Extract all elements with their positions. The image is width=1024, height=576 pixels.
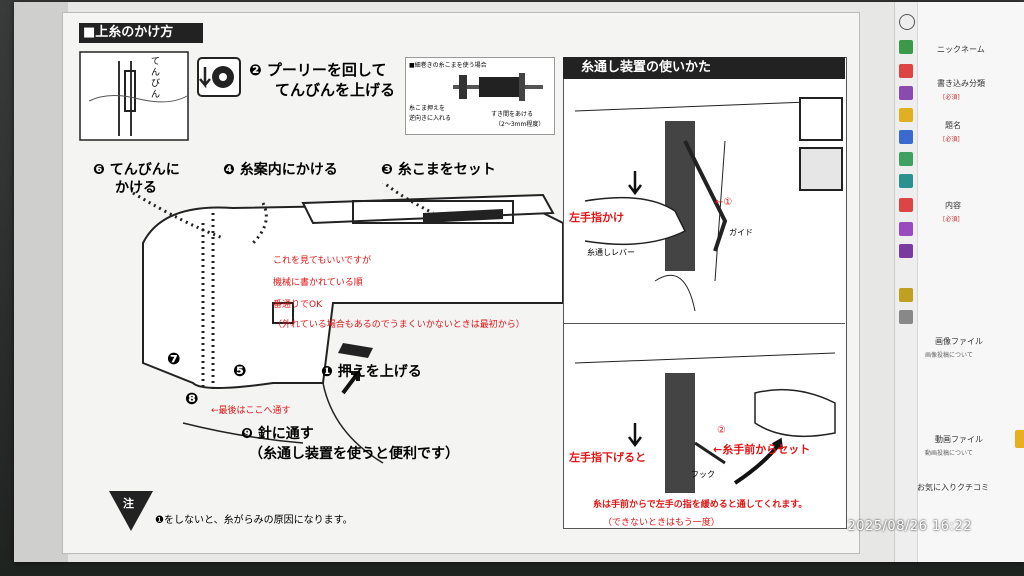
annotation-line3: 番通りでOK: [273, 300, 322, 310]
note-text: ❶をしないと、糸がらみの原因になります。: [155, 515, 353, 526]
spool-note-2: 逆向きに入れる: [409, 115, 452, 122]
viewer-margin: [14, 2, 68, 562]
red-tool-icon[interactable]: [899, 64, 913, 78]
content-required: [必須]: [943, 216, 960, 223]
hook-label: フック: [691, 470, 715, 479]
green-tool-icon-2[interactable]: [899, 152, 913, 166]
manual-page: ■上糸のかけ方 てんびん ❷ プーリーを回して てんびんを上げる ■細巻きの糸こ…: [62, 12, 860, 554]
nickname-label: ニックネーム: [937, 45, 985, 54]
video-note[interactable]: 動画投稿について: [925, 450, 973, 457]
subject-label: 題名: [945, 121, 961, 130]
step4-text: ❹ 糸案内にかける: [223, 162, 338, 178]
category-label: 書き込み分類: [937, 79, 985, 88]
step8-marker: ❽: [185, 389, 199, 408]
red-tool-icon-2[interactable]: [899, 198, 913, 212]
annotation-arrow1: ←①: [715, 197, 733, 208]
spool-note-3: すき間をあける: [491, 111, 534, 118]
image-file-label: 画像ファイル: [935, 337, 983, 346]
subject-required: [必須]: [943, 136, 960, 143]
panel-divider: [563, 323, 845, 324]
annotation-bottom1: 糸は手前からで左手の指を緩めると通してくれます。: [593, 500, 808, 510]
threader-illustration-top: [574, 100, 836, 311]
image-note[interactable]: 画像投稿について: [925, 352, 973, 359]
step1-text: ❶ 押えを上げる: [321, 364, 422, 380]
pulley-rotate-icon: [197, 57, 241, 97]
step6-text: ❻ てんびんに: [93, 162, 180, 178]
threader-illustration-bottom: [574, 352, 836, 493]
favorite-label[interactable]: お気に入りクチコミ: [917, 483, 989, 492]
threader-mini-icon: [799, 147, 843, 191]
note-triangle: [109, 491, 153, 531]
step9-text: ❾ 針に通す: [241, 426, 314, 442]
annotation-bottom2: （できないときはもう一度）: [603, 518, 720, 528]
lever-label: 糸通しレバー: [587, 248, 635, 257]
yellow-tool-icon[interactable]: [899, 108, 913, 122]
spool-note-1: 糸こま押えを: [409, 105, 446, 112]
teal-tool-icon[interactable]: [899, 174, 913, 188]
photo-timestamp: 2025/08/26 16:22: [847, 519, 972, 534]
note-mark: 注: [123, 497, 134, 510]
annotation-left-finger: 左手指かけ: [569, 211, 624, 224]
sidebar-icon-column: [895, 2, 918, 562]
tenbin-vertical-label: てんびん: [151, 57, 161, 100]
annotation-line2: 機械に書かれている順: [273, 278, 363, 288]
section-title: ■上糸のかけ方: [79, 23, 203, 43]
green-tool-icon[interactable]: [899, 40, 913, 54]
annotation-thread-front: ←糸手前からセット: [713, 443, 811, 456]
circle2-label: ②: [717, 425, 726, 436]
gray-tool-icon[interactable]: [899, 310, 913, 324]
step9-text-b: （糸通し装置を使うと便利です）: [249, 446, 459, 462]
guide-label: ガイド: [729, 228, 753, 237]
step6-text-b: かける: [115, 180, 157, 196]
purple-tool-icon[interactable]: [899, 86, 913, 100]
spool-diagram: [453, 73, 543, 101]
annotation-line1: これを見てもいいですが: [273, 256, 372, 266]
annotation-last-here: ←最後はここへ通す: [211, 406, 291, 416]
content-label: 内容: [945, 201, 961, 210]
step2-text: ❷ プーリーを回して: [249, 61, 387, 79]
takeup-lever-illustration: [79, 51, 189, 141]
step2-text-b: てんびんを上げる: [275, 81, 396, 99]
annotation-line4: （外れている場合もあるのでうまくいかないときは最初から）: [273, 320, 525, 330]
video-file-label: 動画ファイル: [935, 435, 983, 444]
threader-title: 糸通し装置の使いかた: [563, 57, 845, 79]
yellow-button[interactable]: [1015, 430, 1024, 448]
browser-sidebar: ニックネーム 書き込み分類 [必須] 題名 [必須] 内容 [必須] 画像ファイ…: [894, 2, 1024, 562]
monitor-screen: ■上糸のかけ方 てんびん ❷ プーリーを回して てんびんを上げる ■細巻きの糸こ…: [14, 2, 1024, 562]
yellow-tool-icon-2[interactable]: [899, 288, 913, 302]
zoom-icon[interactable]: [899, 14, 915, 30]
step5-marker: ❺: [233, 361, 247, 380]
needle-up-icon: [799, 97, 843, 141]
spool-box-title: ■細巻きの糸こまを使う場合: [409, 62, 487, 69]
step7-marker: ❼: [167, 349, 181, 368]
blue-tool-icon[interactable]: [899, 130, 913, 144]
purple-tool-icon-3[interactable]: [899, 244, 913, 258]
spool-note-4: （2〜3mm程度）: [495, 121, 545, 128]
category-required: [必須]: [943, 94, 960, 101]
purple-tool-icon-2[interactable]: [899, 222, 913, 236]
sewing-machine-illustration: [132, 183, 563, 464]
annotation-left-finger-down: 左手指下げると: [569, 451, 646, 464]
step3-text: ❸ 糸こまをセット: [381, 162, 496, 178]
